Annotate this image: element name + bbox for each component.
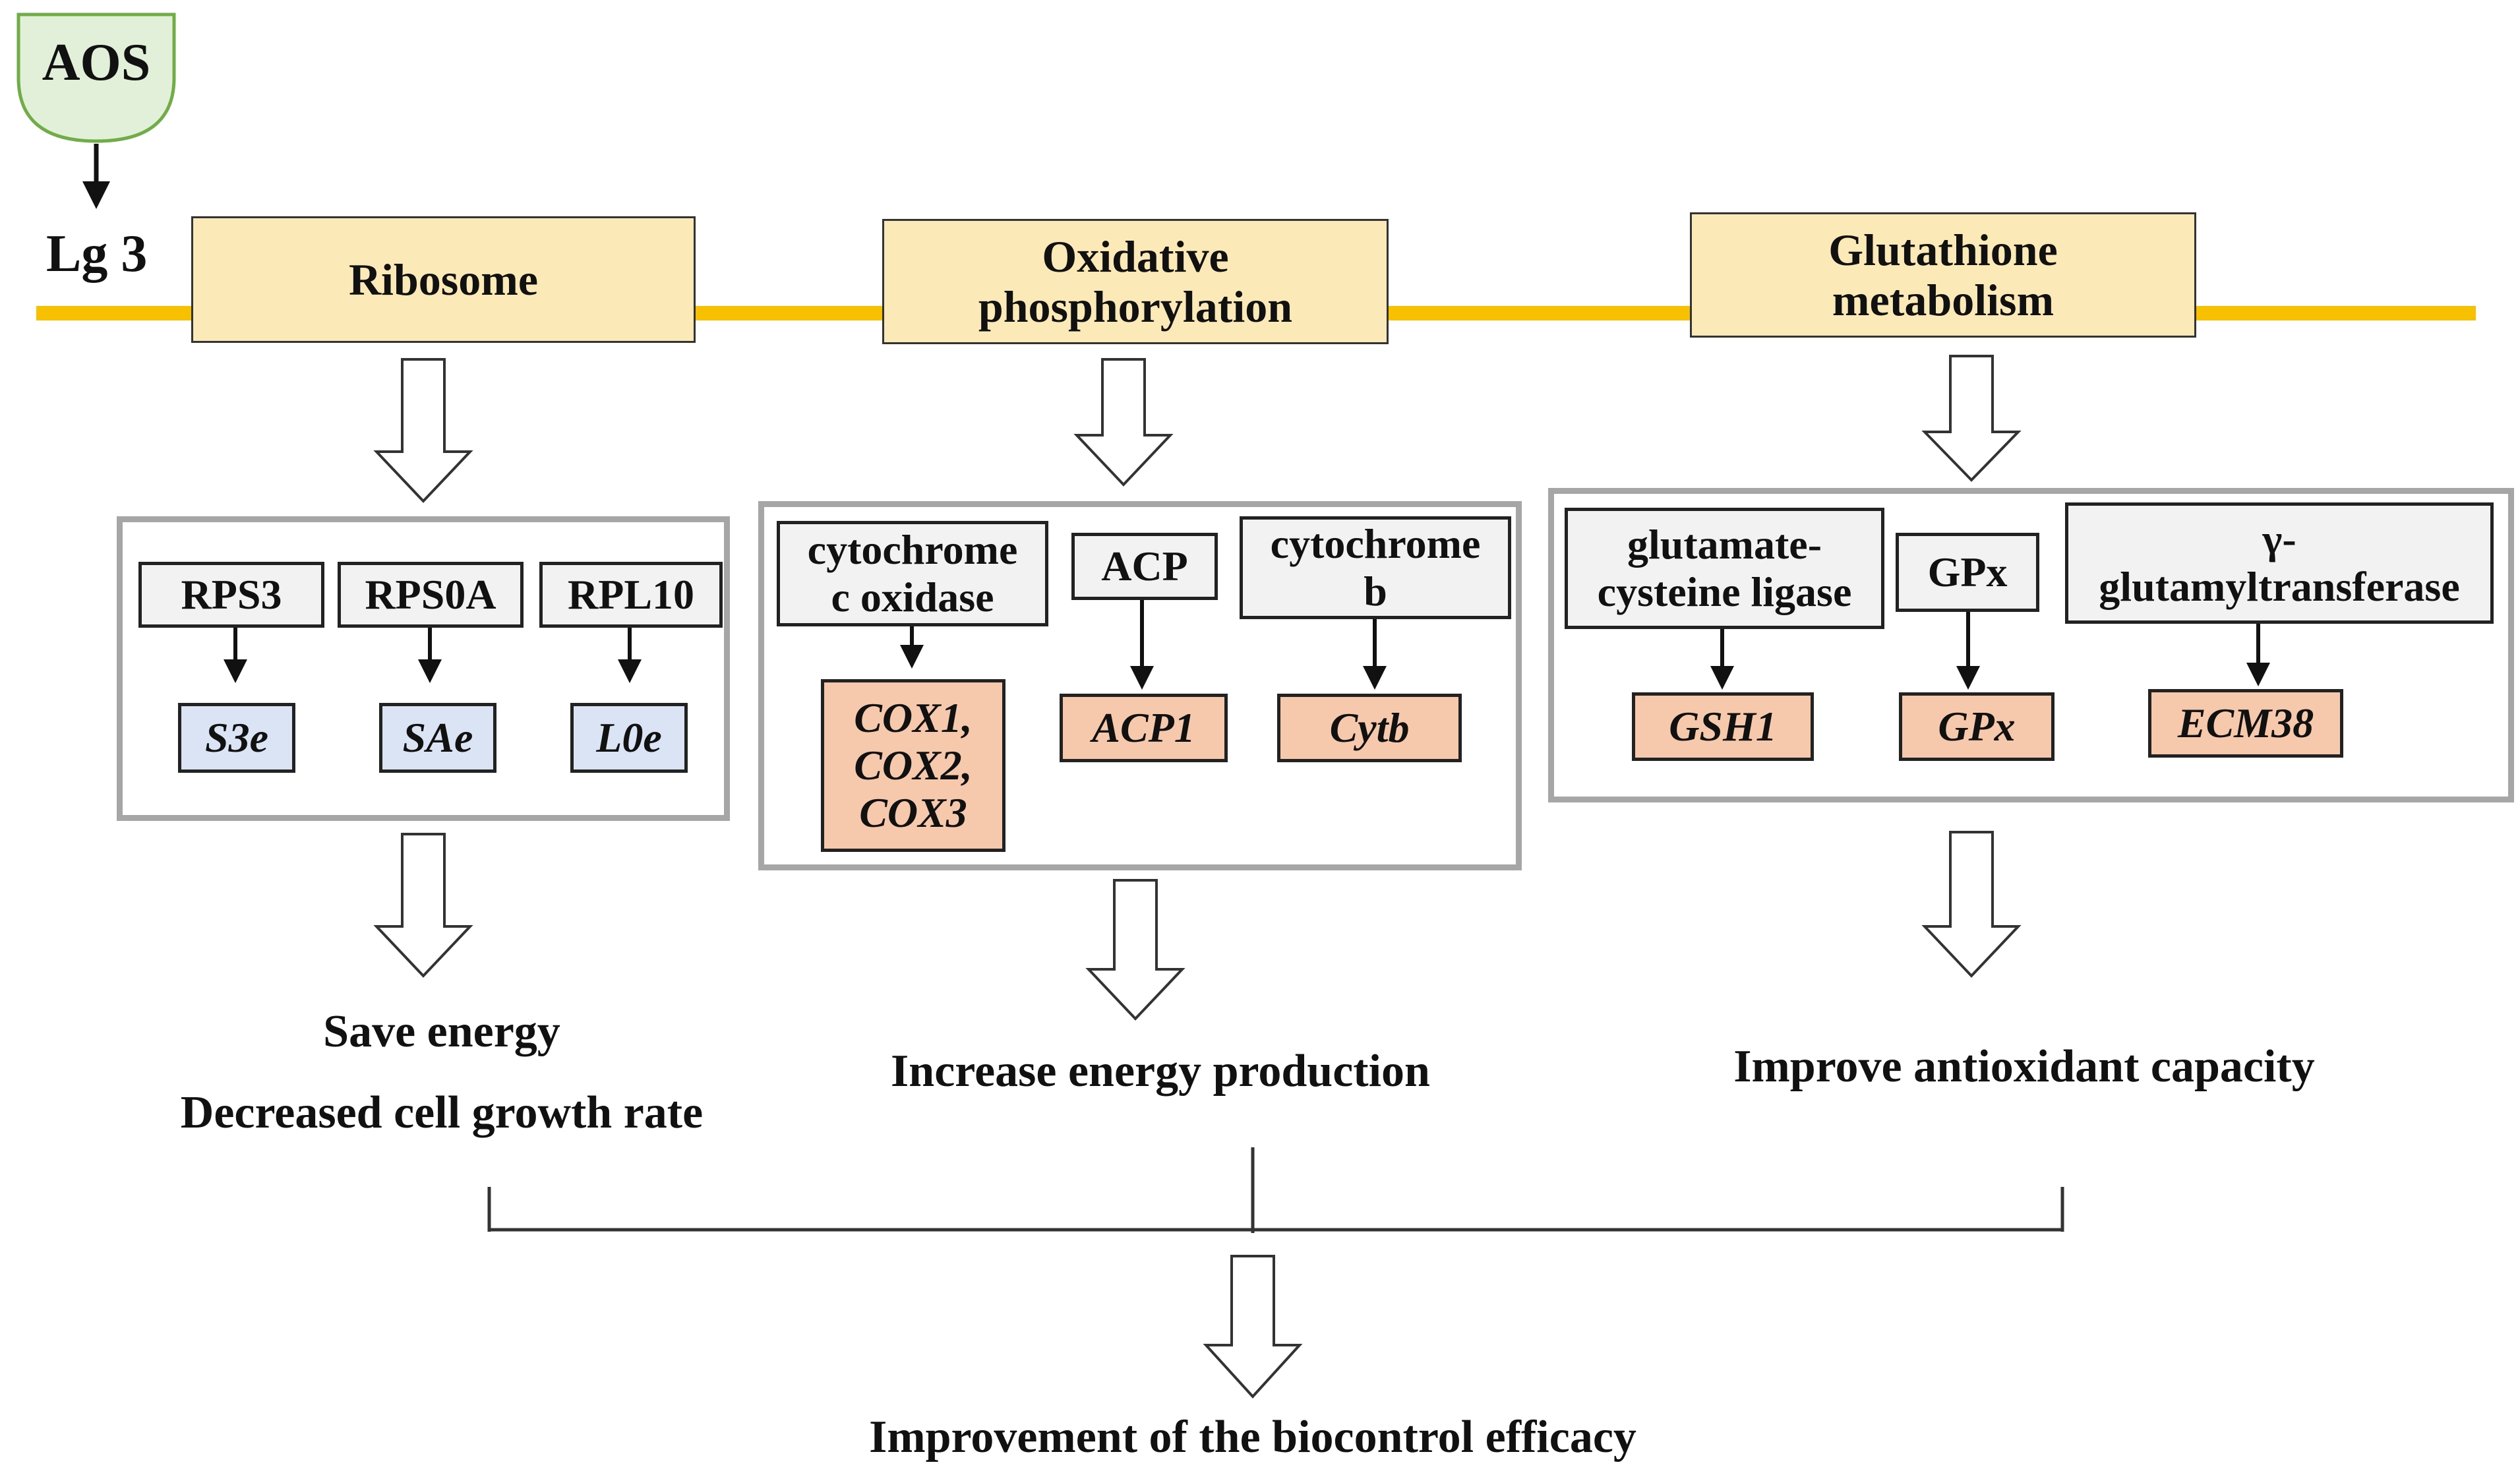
strain-label: Lg 3 <box>46 225 148 283</box>
aos-label: AOS <box>42 34 151 92</box>
glutathione-down-arrow <box>1921 355 2022 482</box>
enzyme-rpl10: RPL10 <box>539 562 723 628</box>
aos-leaf-shape <box>16 13 176 143</box>
glutathione-gene-group <box>1548 488 2514 802</box>
enzyme-gamma-glutamyltransferase: γ-glutamyltransferase <box>2065 502 2494 624</box>
enzyme-rps0a: RPS0A <box>338 562 524 628</box>
glutathione-outcome-arrow <box>1921 831 2022 978</box>
ribosome-down-arrow <box>373 358 473 503</box>
oxphos-gene-group <box>758 501 1522 870</box>
gene-cytb: Cytb <box>1277 694 1462 762</box>
final-outcome-arrow <box>1203 1255 1303 1399</box>
gene-sae: SAe <box>379 703 496 773</box>
gene-gpx: GPx <box>1899 692 2055 761</box>
gene-cox1-cox2-cox3: COX1, COX2, COX3 <box>821 679 1005 852</box>
glutathione-outcome: Improve antioxidant capacity <box>1733 1041 2315 1092</box>
ribosome-gene-group <box>117 516 730 821</box>
oxphos-outcome: Increase energy production <box>891 1046 1430 1097</box>
pathway-glutathione-metabolism: Glutathione metabolism <box>1690 212 2196 338</box>
ribosome-outcome-arrow <box>373 833 473 978</box>
gene-s3e: S3e <box>178 703 295 773</box>
ribosome-outcome-line-2: Decreased cell growth rate <box>180 1087 704 1138</box>
final-outcome: Improvement of the biocontrol efficacy <box>869 1412 1636 1462</box>
gene-l0e: L0e <box>570 703 688 773</box>
pathway-ribosome: Ribosome <box>191 216 696 343</box>
enzyme-rps3: RPS3 <box>138 562 324 628</box>
enzyme-gpx: GPx <box>1896 533 2039 612</box>
gene-gsh1: GSH1 <box>1632 692 1814 761</box>
enzyme-glutamate-cysteine-ligase: glutamate-cysteine ligase <box>1565 508 1884 629</box>
gene-ecm38: ECM38 <box>2148 689 2343 758</box>
enzyme-cytochrome-c-oxidase: cytochrome c oxidase <box>777 521 1048 626</box>
pathway-oxidative-phosphorylation: Oxidative phosphorylation <box>882 219 1389 344</box>
enzyme-cytochrome-b: cytochrome b <box>1240 516 1511 619</box>
oxphos-outcome-arrow <box>1085 879 1185 1021</box>
oxphos-down-arrow <box>1073 358 1174 487</box>
ribosome-outcome-line-1: Save energy <box>323 1006 560 1057</box>
gene-acp1: ACP1 <box>1060 694 1228 762</box>
enzyme-acp: ACP <box>1071 533 1218 600</box>
